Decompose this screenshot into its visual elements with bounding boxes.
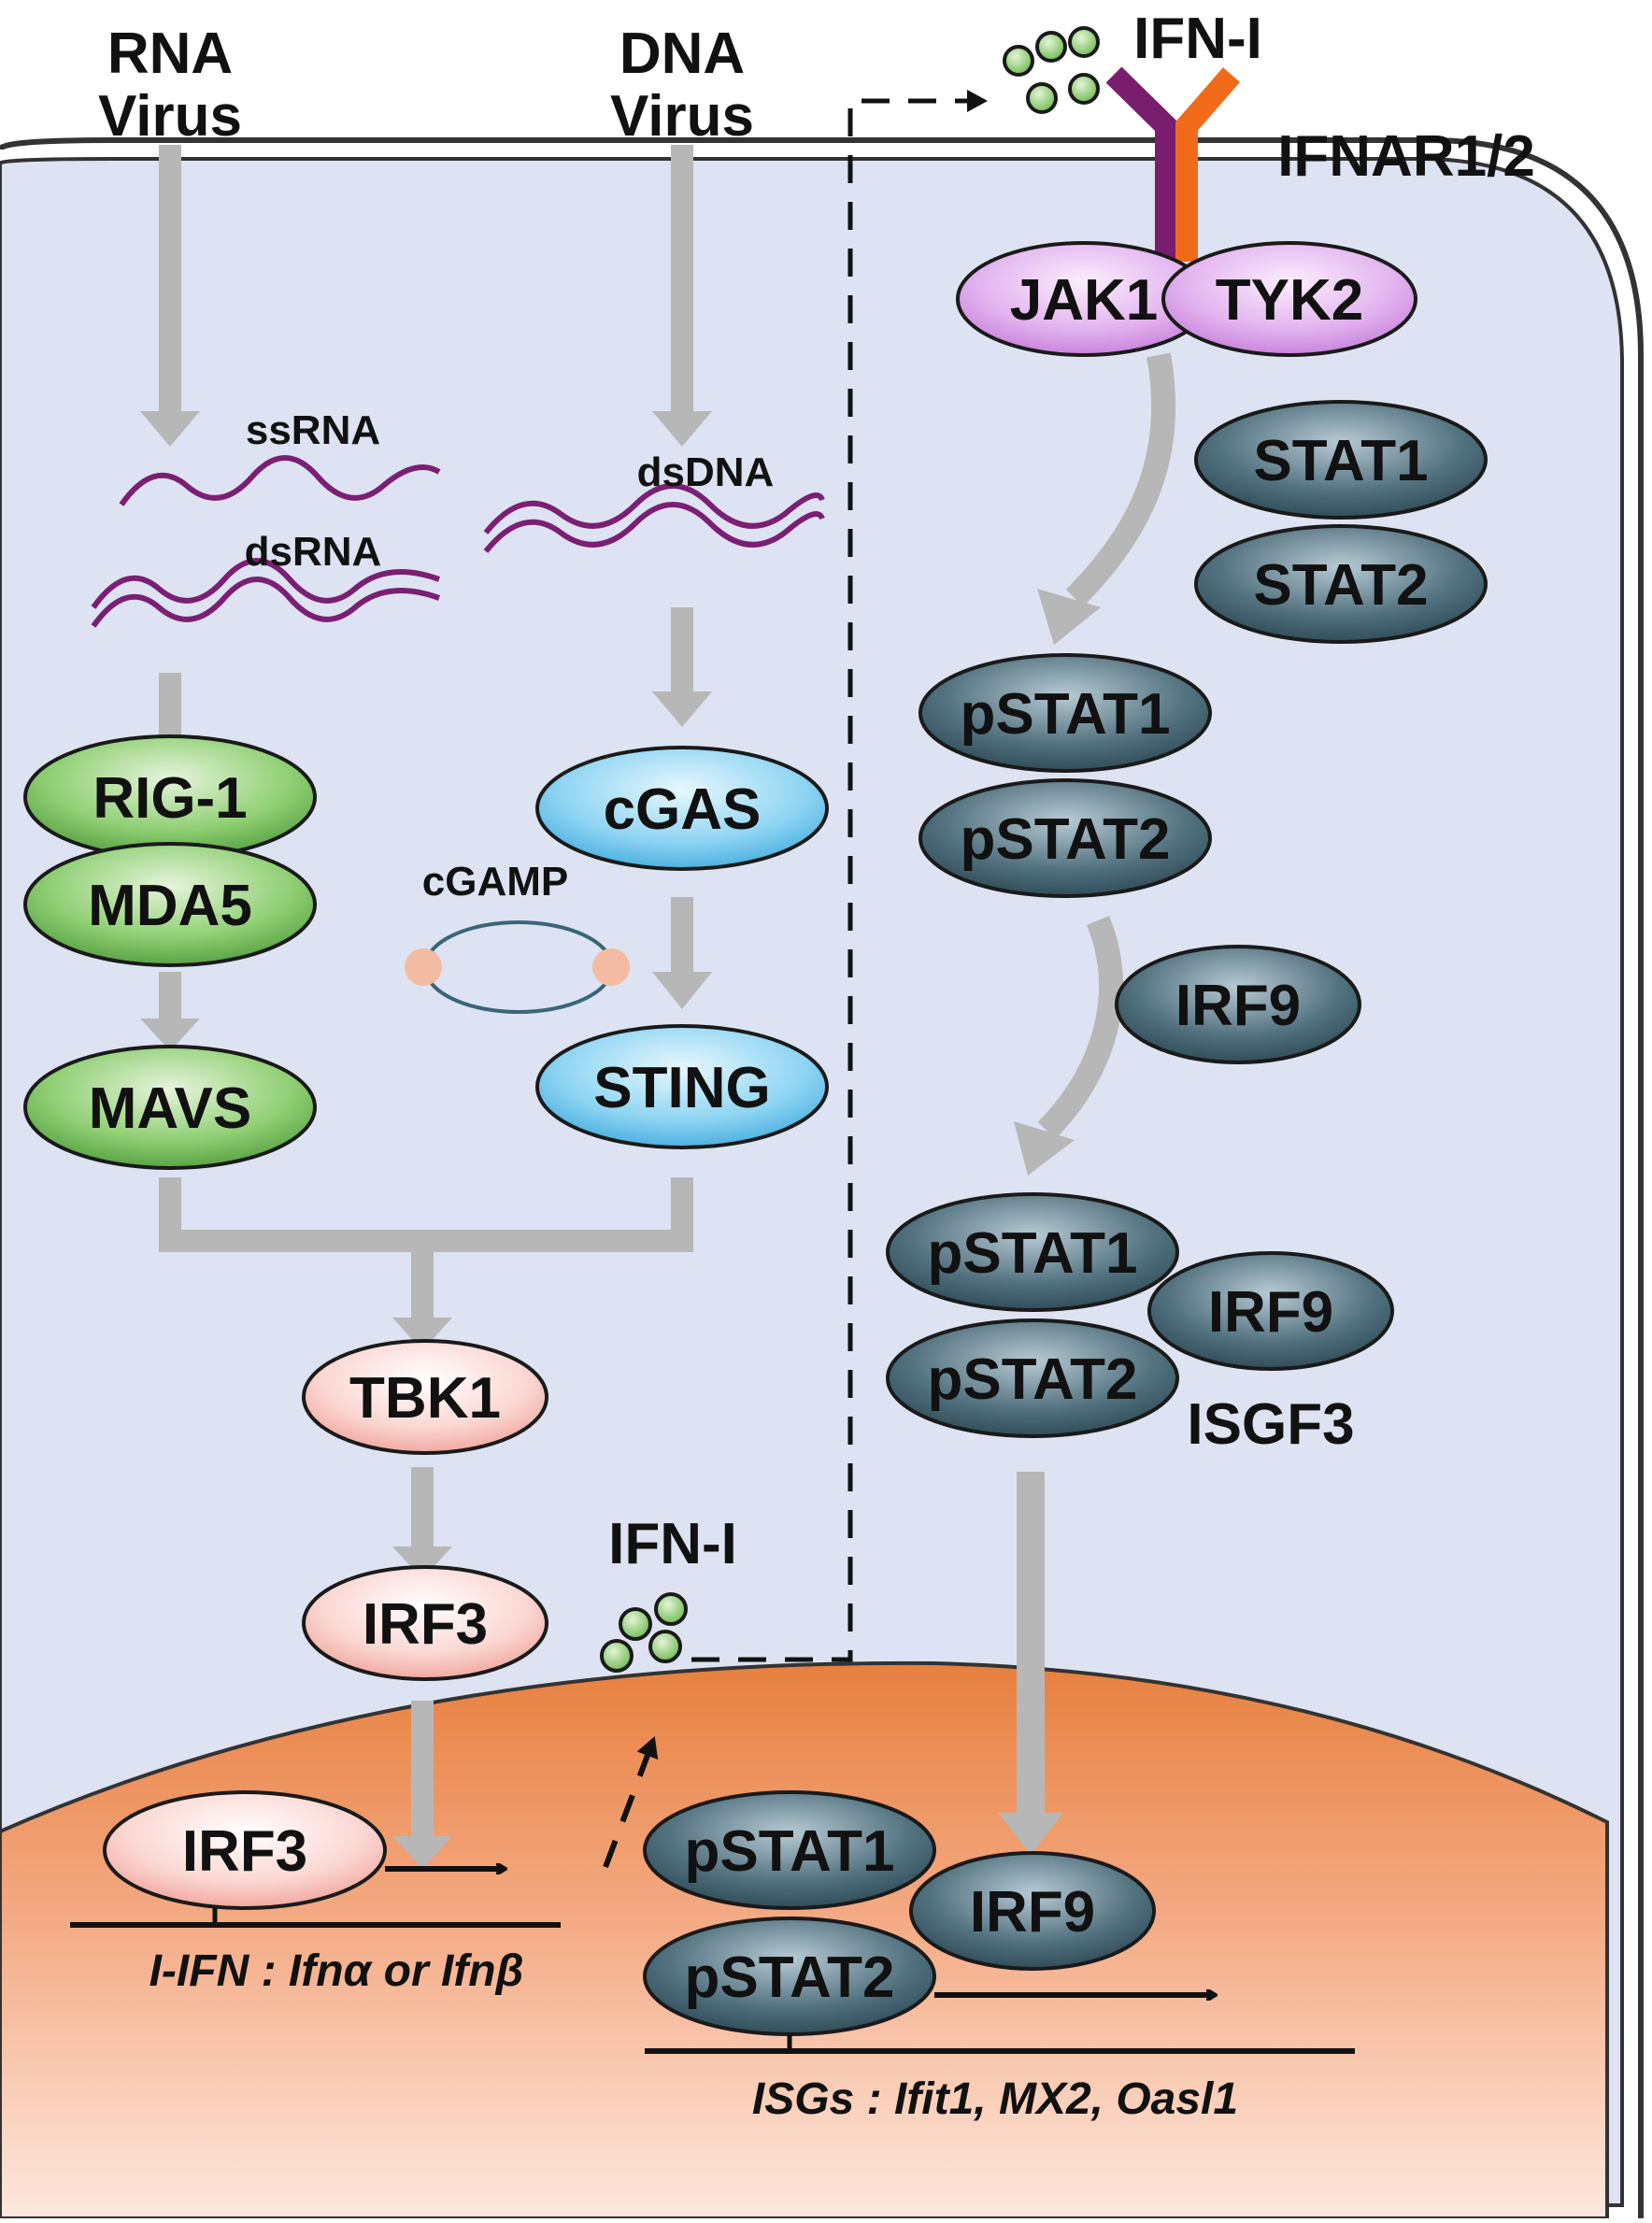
svg-text:pSTAT1: pSTAT1 xyxy=(960,682,1170,747)
tbk1-protein: TBK1 xyxy=(302,1339,548,1455)
svg-text:pSTAT2: pSTAT2 xyxy=(927,1347,1137,1412)
rna-virus-label-2: Virus xyxy=(98,84,242,149)
dsrna-label: dsRNA xyxy=(245,529,382,575)
isgf3-pstat2: pSTAT2 xyxy=(886,1318,1179,1438)
sting-protein: STING xyxy=(535,1024,829,1149)
ifn-feedback-dashed xyxy=(603,90,988,1869)
svg-text:STAT1: STAT1 xyxy=(1253,429,1428,493)
ifn-i-mid-dots xyxy=(600,1592,688,1673)
svg-text:STAT2: STAT2 xyxy=(1253,553,1428,618)
ifn-i-top-dots xyxy=(1003,26,1100,114)
nuclear-pstat2: pSTAT2 xyxy=(643,1917,936,2036)
svg-text:IRF9: IRF9 xyxy=(970,1880,1095,1945)
isgs-label: ISGs : Ifit1, MX2, Oasl1 xyxy=(752,2074,1238,2124)
dsdna-label: dsDNA xyxy=(637,449,775,495)
pstat1-protein: pSTAT1 xyxy=(919,653,1212,773)
isgf3-label: ISGF3 xyxy=(1187,1392,1354,1457)
dsrna-strand xyxy=(91,558,441,628)
isgf3-pstat1: pSTAT1 xyxy=(886,1192,1179,1312)
irf3-protein: IRF3 xyxy=(302,1565,548,1681)
svg-text:STING: STING xyxy=(593,1056,770,1120)
dna-virus-label-1: DNA xyxy=(620,21,745,86)
stat1-protein: STAT1 xyxy=(1194,400,1488,520)
svg-text:IRF3: IRF3 xyxy=(363,1592,488,1657)
svg-text:IRF9: IRF9 xyxy=(1208,1280,1333,1345)
ifn-i-mid-label: IFN-I xyxy=(608,1512,737,1576)
stat2-protein: STAT2 xyxy=(1194,524,1488,644)
svg-text:TBK1: TBK1 xyxy=(349,1366,501,1431)
cgas-protein: cGAS xyxy=(535,746,829,871)
nuclear-irf9: IRF9 xyxy=(909,1851,1156,1971)
mavs-protein: MAVS xyxy=(23,1045,317,1170)
svg-text:pSTAT1: pSTAT1 xyxy=(927,1221,1137,1286)
jak1-protein: JAK1 xyxy=(956,241,1212,357)
svg-text:TYK2: TYK2 xyxy=(1216,268,1363,333)
svg-text:IRF9: IRF9 xyxy=(1175,974,1301,1038)
svg-text:pSTAT2: pSTAT2 xyxy=(960,807,1170,872)
svg-text:RIG-1: RIG-1 xyxy=(93,766,247,831)
svg-text:cGAS: cGAS xyxy=(604,777,762,842)
svg-text:MDA5: MDA5 xyxy=(88,874,252,938)
dna-virus-label-2: Virus xyxy=(610,84,754,149)
cell-membrane-outer xyxy=(0,137,1644,2218)
rna-virus-label-1: RNA xyxy=(107,21,233,86)
cgamp-label: cGAMP xyxy=(422,859,568,905)
irf9-protein: IRF9 xyxy=(1115,945,1361,1064)
ssrna-label: ssRNA xyxy=(246,407,380,453)
ifn-genes-label: I-IFN : Ifnα or Ifnβ xyxy=(150,1946,524,1996)
convergence-arrows xyxy=(159,1177,693,1869)
svg-text:pSTAT2: pSTAT2 xyxy=(684,1945,894,2010)
nuclear-irf3: IRF3 xyxy=(103,1790,387,1910)
nuclear-pstat1: pSTAT1 xyxy=(643,1790,936,1910)
ifn-i-top-label: IFN-I xyxy=(1133,7,1262,71)
pstat2-protein: pSTAT2 xyxy=(919,778,1212,898)
isgf3-irf9: IRF9 xyxy=(1147,1251,1394,1371)
tyk2-protein: TYK2 xyxy=(1161,241,1417,357)
ifnar-receptor xyxy=(1105,66,1241,262)
dsdna-strand xyxy=(483,483,825,553)
cgamp-molecule xyxy=(405,920,630,1014)
svg-text:JAK1: JAK1 xyxy=(1010,268,1159,333)
dna-pathway-arrows xyxy=(652,145,712,1009)
svg-text:MAVS: MAVS xyxy=(89,1076,252,1141)
rig1-protein: RIG-1 xyxy=(23,734,317,860)
mda5-protein: MDA5 xyxy=(23,842,317,967)
svg-text:pSTAT1: pSTAT1 xyxy=(684,1819,894,1884)
ssrna-strand xyxy=(119,455,441,506)
jak-stat-arrows xyxy=(998,352,1176,1855)
svg-text:IRF3: IRF3 xyxy=(182,1819,307,1884)
ifnar-label: IFNAR1/2 xyxy=(1277,124,1535,189)
